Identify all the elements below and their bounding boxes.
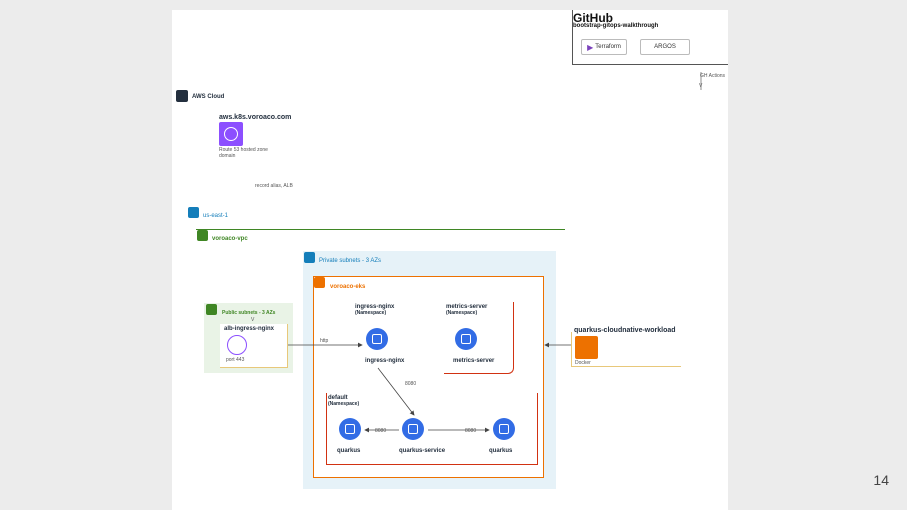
port-label-b: 8080 bbox=[375, 428, 387, 434]
region-label: us-east-1 bbox=[203, 213, 229, 219]
alias-note: record alias, ALB bbox=[255, 183, 293, 189]
eks-icon bbox=[314, 277, 325, 288]
terraform-icon: ▶ bbox=[587, 42, 594, 52]
github-logo: GitHub bbox=[573, 11, 613, 25]
public-subnets-arrow: V bbox=[251, 317, 255, 323]
k8s-pod-icon-left bbox=[339, 418, 361, 440]
metrics-ns-title: metrics-server bbox=[446, 304, 488, 310]
ingress-node-label: ingress-nginx bbox=[365, 358, 405, 364]
eks-label: voroaco-eks bbox=[330, 284, 366, 290]
default-ns-sub: (Namespace) bbox=[328, 401, 360, 407]
route53-sub-2: domain bbox=[219, 153, 236, 159]
argos-button[interactable]: ARGOS bbox=[640, 39, 690, 55]
workload-title: quarkus-cloudnative-workload bbox=[574, 327, 676, 334]
default-ns-box bbox=[326, 393, 538, 465]
subnet-lock-icon bbox=[304, 252, 315, 263]
metrics-ns-box bbox=[444, 302, 514, 374]
route53-domain: aws.k8s.voroaco.com bbox=[219, 114, 292, 121]
ingress-ns-title: ingress-nginx bbox=[355, 304, 395, 310]
terraform-button[interactable]: ▶ Terraform bbox=[581, 39, 627, 55]
gh-actions-label: GH Actions bbox=[700, 73, 726, 79]
github-repo: bootstrap-gitops-walkthrough bbox=[573, 23, 659, 29]
metrics-node-label: metrics-server bbox=[453, 358, 495, 364]
http-label: http bbox=[320, 338, 329, 344]
public-subnets-label: Public subnets - 3 AZs bbox=[222, 310, 276, 316]
ingress-ns-sub: (Namespace) bbox=[355, 310, 387, 316]
workload-sub: Docker bbox=[575, 360, 591, 366]
k8s-pod-icon-right bbox=[493, 418, 515, 440]
default-ns-title: default bbox=[328, 395, 348, 401]
quarkus-left-label: quarkus bbox=[337, 448, 361, 454]
region-flag-icon bbox=[188, 207, 199, 218]
slide-number: 14 bbox=[873, 472, 889, 488]
docker-image-icon bbox=[575, 336, 598, 359]
connector-lines bbox=[288, 72, 702, 433]
quarkus-right-label: quarkus bbox=[489, 448, 513, 454]
k8s-ingress-icon bbox=[366, 328, 388, 350]
route53-icon bbox=[219, 122, 243, 146]
quarkus-service-label: quarkus-service bbox=[399, 448, 446, 454]
vpc-icon bbox=[197, 230, 208, 241]
route53-sub-1: Route 53 hosted zone bbox=[219, 147, 268, 153]
eks-box bbox=[313, 276, 544, 478]
vpc-label: voroaco-vpc bbox=[212, 236, 248, 242]
alb-sub: port 443 bbox=[226, 357, 245, 363]
private-subnets-label: Private subnets - 3 AZs bbox=[319, 258, 382, 264]
port-label-c: 8080 bbox=[465, 428, 477, 434]
gh-actions-arrow: V bbox=[699, 83, 703, 89]
k8s-metrics-icon bbox=[455, 328, 477, 350]
vpc-border bbox=[196, 229, 565, 230]
slide: GitHub bootstrap-gitops-walkthrough ▶ Te… bbox=[172, 10, 728, 510]
alb-icon bbox=[227, 335, 247, 355]
port-label-a: 8080 bbox=[405, 381, 417, 387]
public-subnet-icon bbox=[206, 304, 217, 315]
arrow-ingress-to-service bbox=[377, 367, 415, 416]
aws-cloud-label: AWS Cloud bbox=[192, 94, 225, 100]
alb-title: alb-ingress-nginx bbox=[224, 326, 275, 332]
github-panel bbox=[572, 10, 728, 65]
k8s-service-icon bbox=[402, 418, 424, 440]
aws-cloud-icon bbox=[176, 90, 188, 102]
metrics-ns-sub: (Namespace) bbox=[446, 310, 478, 316]
workload-box bbox=[571, 332, 681, 367]
